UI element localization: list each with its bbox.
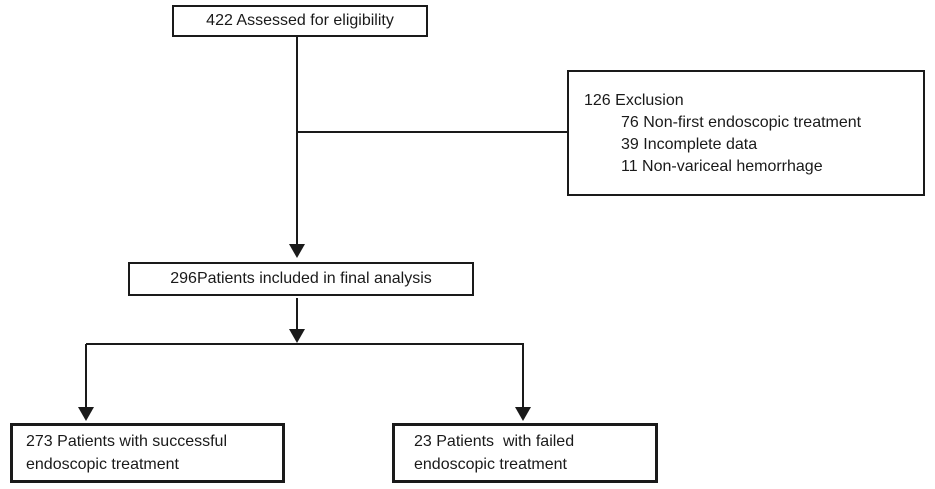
exclusion-item-incomplete-data: 39 Incomplete data (621, 136, 758, 153)
box-failed-treatment: 23 Patients with failed endoscopic treat… (392, 423, 658, 483)
connector-assessed-to-final (296, 37, 298, 246)
arrowhead-into-failed (515, 407, 531, 421)
arrowhead-into-successful (78, 407, 94, 421)
failed-label-line1: 23 Patients with failed (414, 433, 575, 450)
exclusion-item-non-variceal-hemorrhage: 11 Non-variceal hemorrhage (621, 158, 823, 175)
connector-branch-to-successful (85, 344, 87, 408)
connector-branch-to-failed (522, 344, 524, 408)
box-successful-treatment: 273 Patients with successful endoscopic … (10, 423, 285, 483)
connector-to-exclusion (297, 131, 567, 133)
successful-label-line2: endoscopic treatment (26, 456, 179, 473)
failed-label-line2: endoscopic treatment (414, 456, 567, 473)
exclusion-title: 126 Exclusion (584, 92, 684, 109)
box-final-analysis: 296Patients included in final analysis (128, 262, 474, 296)
final-analysis-label: 296Patients included in final analysis (170, 270, 432, 287)
box-exclusion: 126 Exclusion 76 Non-first endoscopic tr… (567, 70, 925, 196)
assessed-label: 422 Assessed for eligibility (206, 12, 394, 29)
branch-line (86, 343, 524, 345)
arrowhead-into-branch (289, 329, 305, 343)
connector-final-to-branch (296, 298, 298, 331)
box-assessed-for-eligibility: 422 Assessed for eligibility (172, 5, 428, 37)
arrowhead-into-final-analysis (289, 244, 305, 258)
exclusion-item-non-first-treatment: 76 Non-first endoscopic treatment (621, 114, 862, 131)
successful-label-line1: 273 Patients with successful (26, 433, 227, 450)
